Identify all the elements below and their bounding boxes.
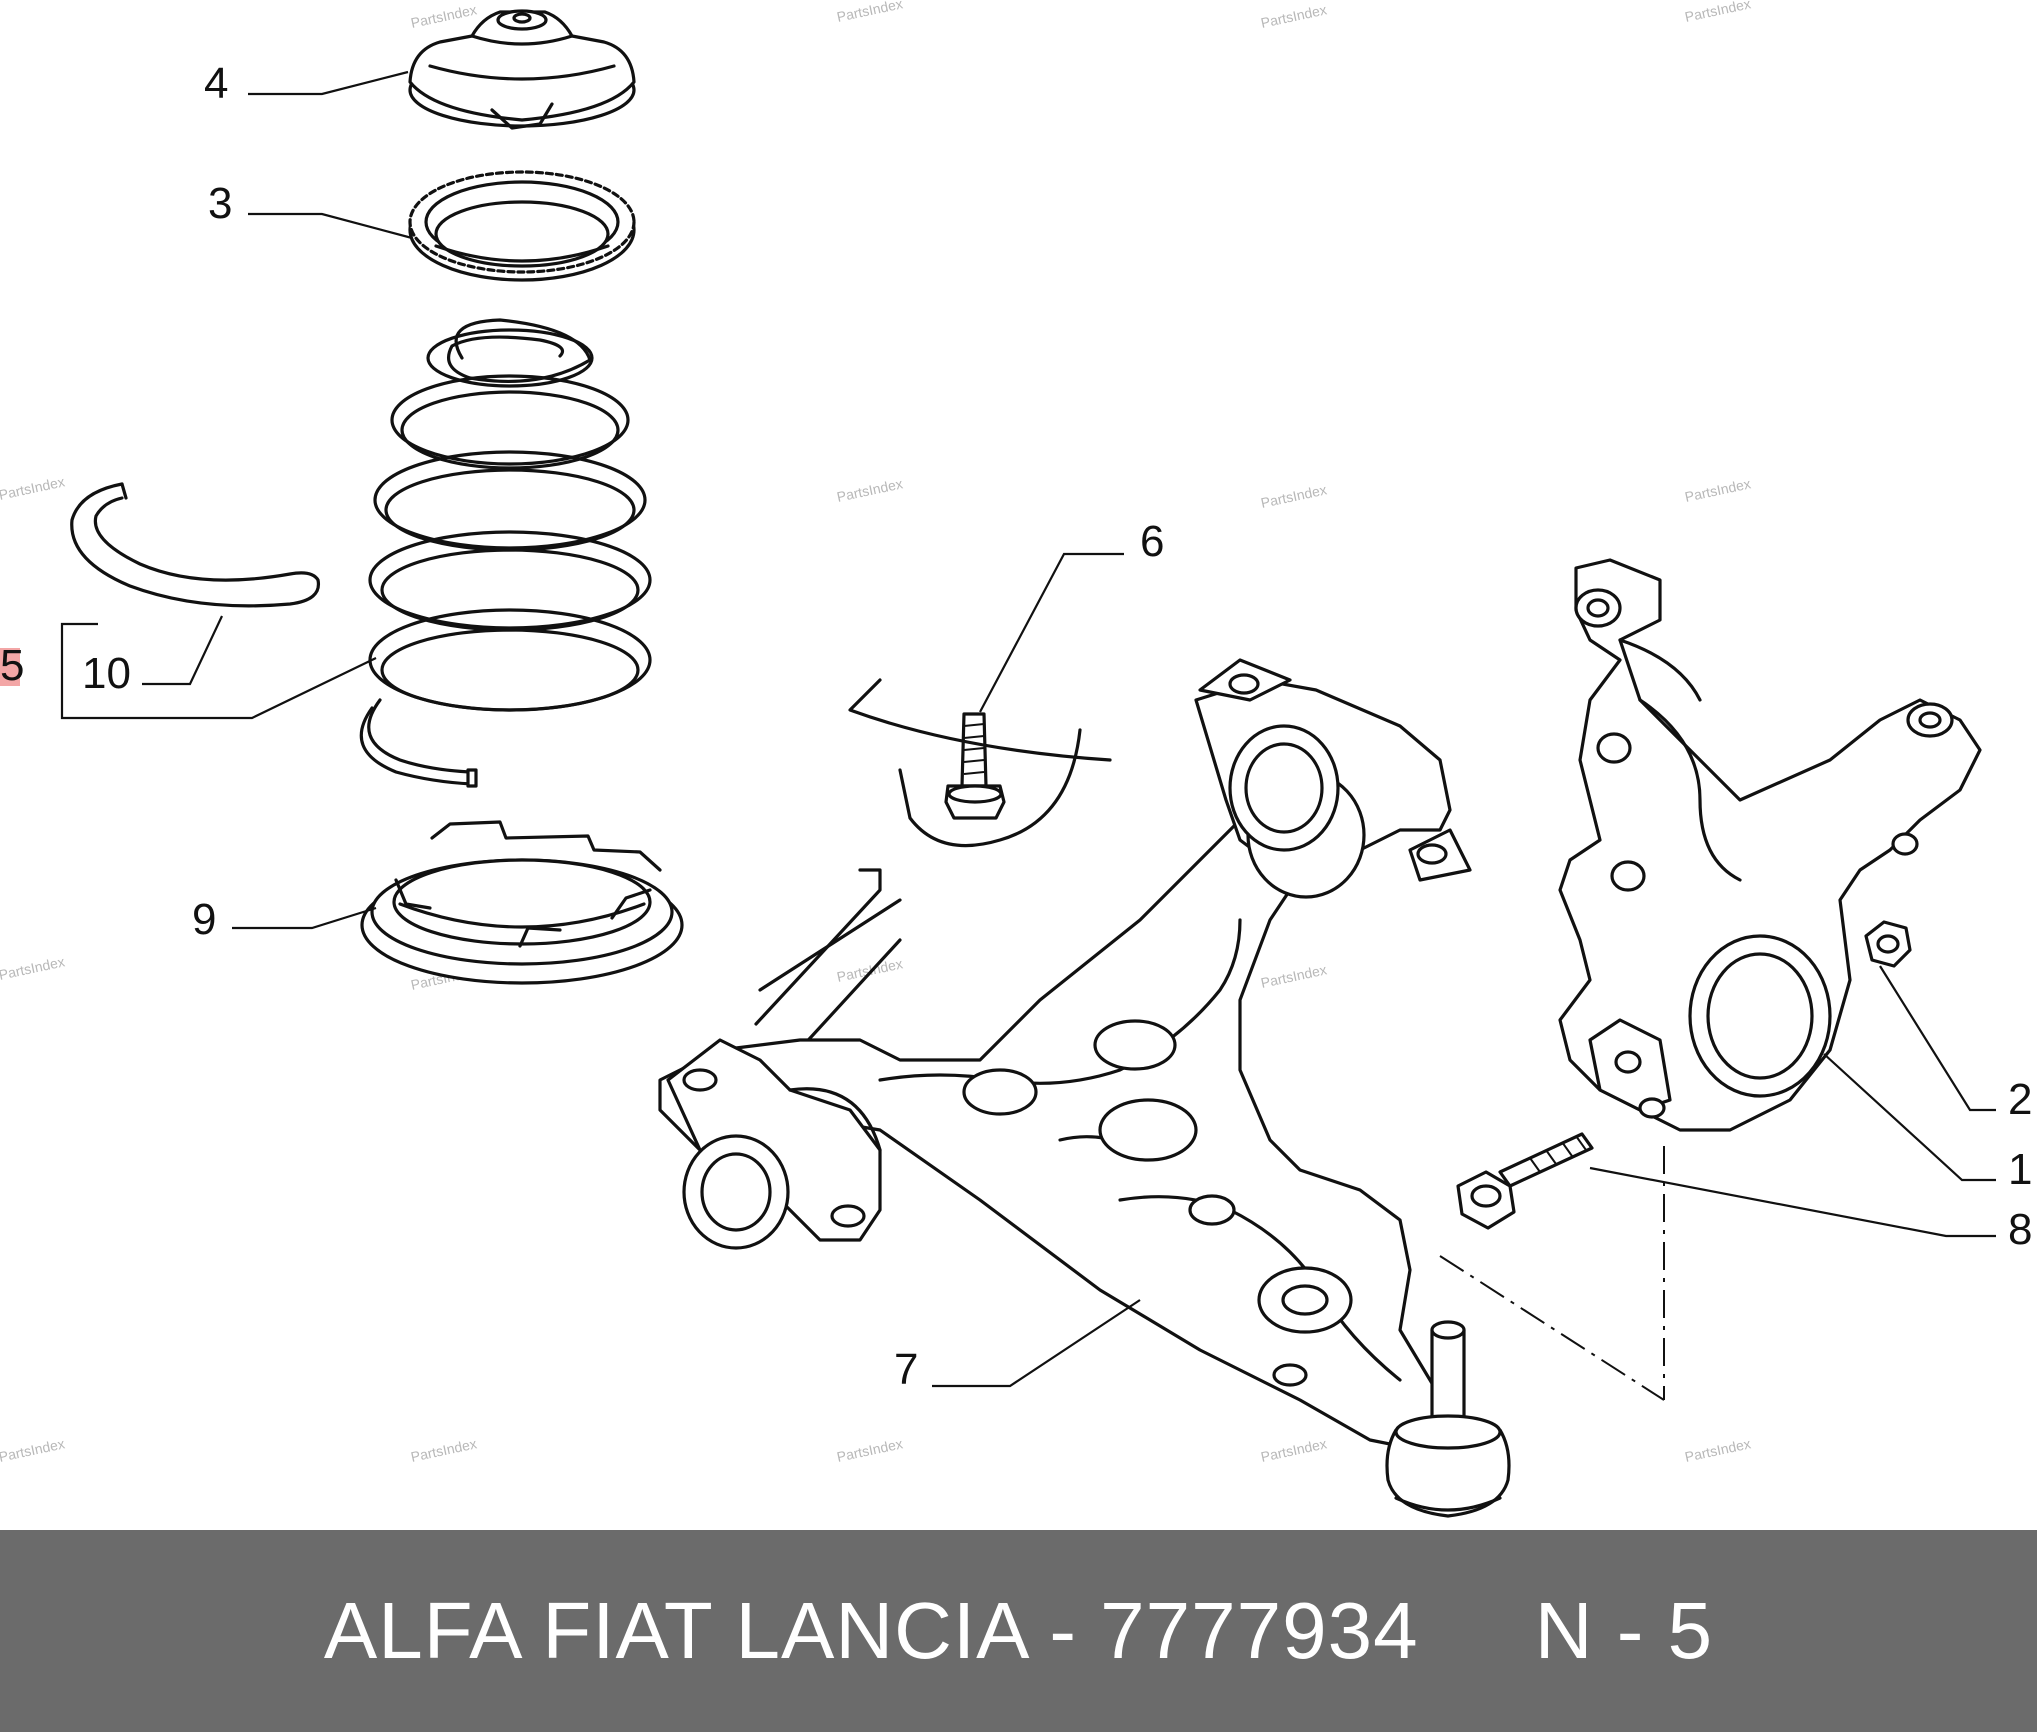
callout-6[interactable]: 6 — [1140, 517, 1164, 566]
part-4-strut-mount[interactable] — [408, 9, 636, 130]
watermark: PartsIndex — [1259, 1, 1328, 31]
part-7-control-arm[interactable] — [658, 658, 1511, 1518]
assembly-lines — [1439, 1146, 1665, 1401]
watermark: PartsIndex — [0, 953, 66, 983]
watermark: PartsIndex — [0, 473, 66, 503]
callout-1[interactable]: 1 — [2008, 1145, 2032, 1194]
watermark: PartsIndex — [409, 1435, 478, 1465]
watermark: PartsIndex — [1259, 961, 1328, 991]
watermark: PartsIndex — [835, 955, 904, 985]
watermark: PartsIndex — [835, 1435, 904, 1465]
callout-3[interactable]: 3 — [208, 179, 232, 228]
part-1-steering-knuckle[interactable] — [1558, 558, 1982, 1132]
part-3-bearing[interactable] — [408, 170, 636, 282]
part-2-nut[interactable] — [1864, 920, 1912, 968]
callout-10[interactable]: 10 — [82, 649, 131, 698]
callout-4[interactable]: 4 — [204, 59, 228, 108]
watermark: PartsIndex — [0, 1435, 66, 1465]
watermark-layer: PartsIndex PartsIndex PartsIndex PartsIn… — [0, 0, 1752, 1465]
leader-lines — [60, 70, 1996, 1388]
part-10-insulator[interactable] — [70, 482, 321, 608]
callout-2[interactable]: 2 — [2008, 1075, 2032, 1124]
callout-labels: 4 3 5 10 9 6 7 2 1 8 — [0, 59, 2032, 1394]
parts-diagram: PartsIndex PartsIndex PartsIndex PartsIn… — [0, 0, 2032, 1518]
part-5-coil-spring[interactable] — [359, 318, 652, 788]
watermark: PartsIndex — [409, 1, 478, 31]
watermark: PartsIndex — [1683, 475, 1752, 505]
watermark: PartsIndex — [1259, 481, 1328, 511]
watermark: PartsIndex — [1683, 1435, 1752, 1465]
callout-5-highlight — [0, 648, 20, 686]
watermark: PartsIndex — [835, 0, 904, 25]
callout-8[interactable]: 8 — [2008, 1205, 2032, 1254]
callout-5[interactable]: 5 — [0, 641, 24, 690]
watermark: PartsIndex — [1683, 0, 1752, 25]
callout-7[interactable]: 7 — [894, 1345, 918, 1394]
footer-banner: ALFA FIAT LANCIA - 7777934 N - 5 — [0, 1530, 2037, 1732]
watermark: PartsIndex — [835, 475, 904, 505]
footer-caption: ALFA FIAT LANCIA - 7777934 N - 5 — [323, 1586, 1714, 1675]
callout-9[interactable]: 9 — [192, 895, 216, 944]
part-6-bolt[interactable] — [944, 712, 1006, 820]
part-8-bolt[interactable] — [1456, 1132, 1594, 1230]
watermark: PartsIndex — [1259, 1435, 1328, 1465]
part-9-spring-seat[interactable] — [360, 820, 684, 985]
